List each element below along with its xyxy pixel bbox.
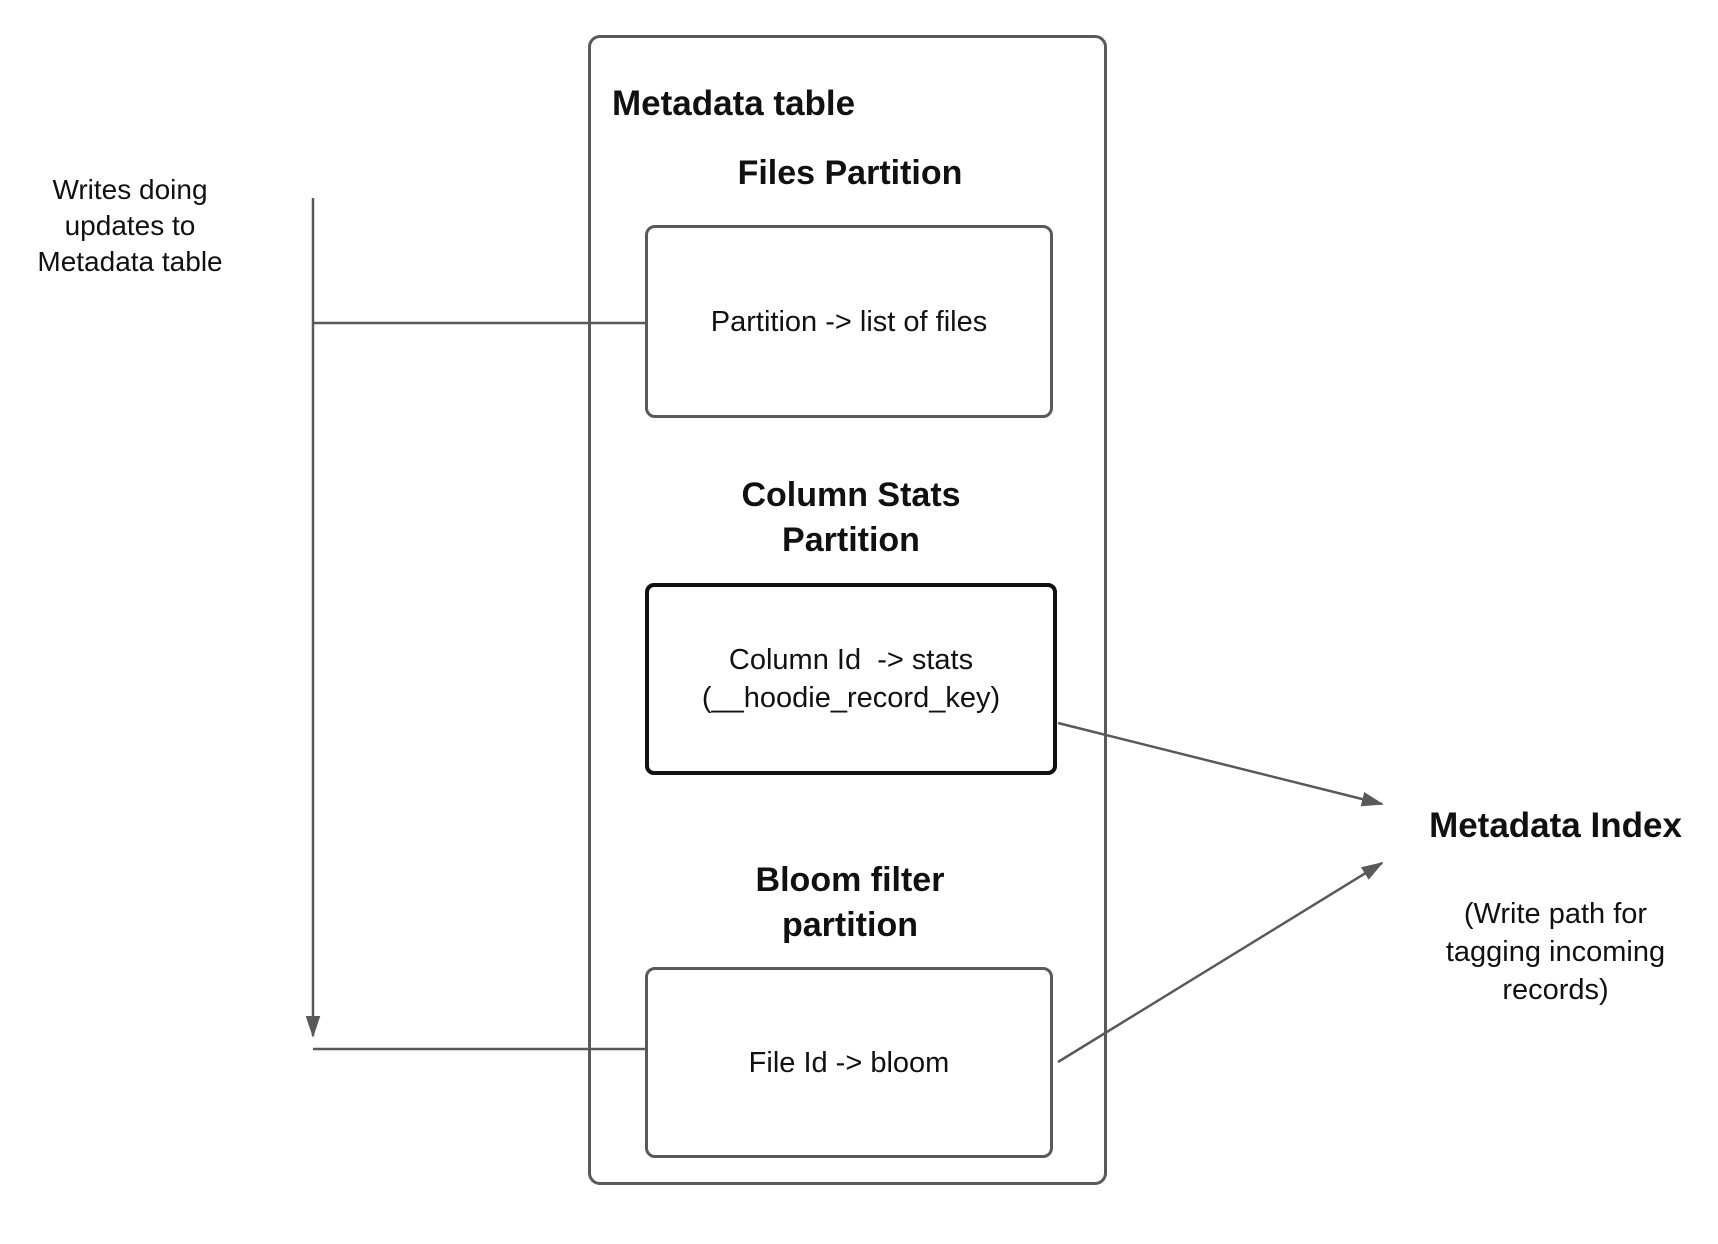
files-partition-heading: Files Partition bbox=[737, 154, 963, 192]
writes-note: Writes doing updates to Metadata table bbox=[37, 174, 223, 277]
bloom-filter-partition-mapping: File Id -> bloom bbox=[748, 1046, 950, 1079]
bloom-filter-partition-heading: Bloom filter partition bbox=[755, 861, 945, 944]
column-stats-partition-mapping: Column Id -> stats (__hoodie_record_key) bbox=[701, 644, 1001, 714]
bloom-filter-partition-box: File Id -> bloom bbox=[645, 967, 1053, 1158]
metadata-table-title: Metadata table bbox=[612, 84, 856, 123]
column-stats-partition-box: Column Id -> stats (__hoodie_record_key) bbox=[645, 583, 1057, 775]
files-partition-mapping: Partition -> list of files bbox=[710, 305, 988, 338]
metadata-index-title: Metadata Index bbox=[1429, 806, 1682, 845]
metadata-index-subtitle: (Write path for tagging incoming records… bbox=[1445, 898, 1666, 1006]
column-stats-partition-heading: Column Stats Partition bbox=[741, 476, 961, 559]
files-partition-box: Partition -> list of files bbox=[645, 225, 1053, 418]
metadata-table-container bbox=[588, 35, 1107, 1185]
